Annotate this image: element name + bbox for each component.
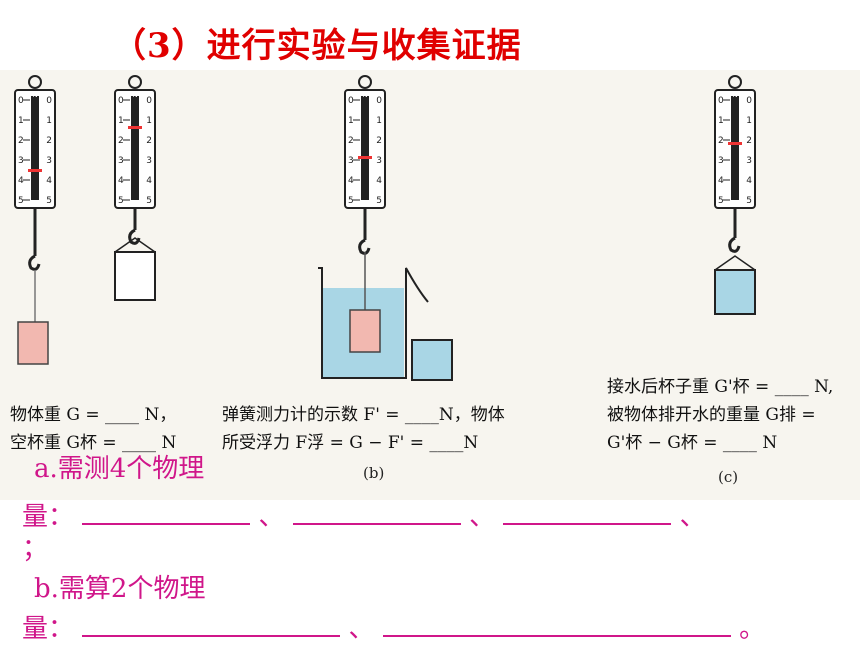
scale-tick-label: 3 (376, 156, 382, 166)
caption-a-line1: 物体重 G = ____ N， (10, 405, 177, 425)
scale-tick-label: 1 (376, 116, 382, 126)
scale-tick-label: 5 (348, 196, 354, 206)
scale-tick-label: 2 (146, 136, 152, 146)
scale-tick-label: 4 (746, 176, 752, 186)
object-block-a (17, 321, 49, 365)
scale-tick-label: 5 (46, 196, 52, 206)
scale-tick-label: 5 (118, 196, 124, 206)
scale-tick-label: 0 (376, 96, 382, 106)
scale-unit-label: N (362, 91, 367, 99)
answer-blank-a1[interactable] (82, 522, 251, 525)
scale-tick-label: 0 (18, 96, 24, 106)
caption-a-line2: 空杯重 G杯 = ____ N (10, 433, 177, 453)
caption-c-label: (c) (718, 468, 739, 486)
answer-blank-b2[interactable] (382, 634, 731, 637)
scale-tick-label: 0 (718, 96, 724, 106)
answer-blank-a3[interactable] (503, 522, 672, 525)
scale-tick-label: 0 (348, 96, 354, 106)
answer-blank-b1[interactable] (82, 634, 341, 637)
question-b-end: 。 (739, 614, 766, 644)
object-block-b (349, 309, 381, 353)
scale-tick-label: 4 (348, 176, 354, 186)
overflow-beaker-b (318, 252, 429, 379)
scale-tick-label: 0 (746, 96, 752, 106)
question-b-prefix: 量： (22, 614, 75, 644)
scale-tick-label: 0 (118, 96, 124, 106)
spring-scale-a2 (114, 75, 156, 301)
scale-tick-label: 2 (118, 136, 124, 146)
scale-tick-label: 1 (18, 116, 24, 126)
scale-tick-label: 3 (146, 156, 152, 166)
scale-tick-label: 2 (18, 136, 24, 146)
answer-blank-a2[interactable] (292, 522, 461, 525)
spring-scale-c (714, 75, 756, 315)
scale-tick-label: 5 (146, 196, 152, 206)
question-a-separator-1: 、 (258, 502, 285, 532)
question-b-separator-1: 、 (348, 614, 375, 644)
scale-tick-label: 1 (118, 116, 124, 126)
question-a-line2: 量： 、 、 、 (22, 496, 706, 533)
spring-scale-b (344, 75, 386, 255)
scale-tick-label: 4 (46, 176, 52, 186)
question-a-line1: a.需测4个物理 (34, 454, 205, 484)
scale-tick-label: 0 (146, 96, 152, 106)
caption-c-line2: 被物体排开水的重量 G排 = (607, 405, 816, 425)
question-a-separator-2: 、 (469, 502, 496, 532)
scale-tick-label: 4 (718, 176, 724, 186)
scale-tick-label: 4 (146, 176, 152, 186)
scale-tick-label: 1 (718, 116, 724, 126)
scale-tick-label: 1 (46, 116, 52, 126)
question-b-line1: b.需算2个物理 (34, 574, 206, 604)
scale-tick-label: 5 (18, 196, 24, 206)
scale-unit-label: N (32, 91, 37, 99)
scale-tick-label: 2 (46, 136, 52, 146)
empty-cup-a (114, 251, 156, 301)
caption-b-label: (b) (363, 464, 385, 482)
caption-c-line1: 接水后杯子重 G'杯 = ____ N, (607, 377, 834, 397)
scale-tick-label: 5 (718, 196, 724, 206)
scale-tick-label: 3 (18, 156, 24, 166)
spring-scale-a1 (14, 75, 56, 365)
scale-tick-label: 2 (746, 136, 752, 146)
question-a-prefix: 量： (22, 502, 75, 532)
scale-unit-label: N (732, 91, 737, 99)
scale-tick-label: 4 (18, 176, 24, 186)
question-b-line2: 量： 、 。 (22, 608, 765, 645)
scale-tick-label: 1 (146, 116, 152, 126)
scale-tick-label: 1 (348, 116, 354, 126)
scale-tick-label: 3 (118, 156, 124, 166)
catch-cup-b (411, 339, 453, 381)
scale-tick-label: 4 (376, 176, 382, 186)
scale-tick-label: 5 (746, 196, 752, 206)
scale-tick-label: 2 (376, 136, 382, 146)
water-cup-c (714, 269, 756, 315)
scale-tick-label: 5 (376, 196, 382, 206)
scale-tick-label: 2 (348, 136, 354, 146)
caption-b-line2: 所受浮力 F浮 = G − F' = ____N (222, 433, 479, 453)
caption-c-line3: G'杯 − G杯 = ____ N (607, 433, 778, 453)
scale-unit-label: N (132, 91, 137, 99)
caption-b-line1: 弹簧测力计的示数 F' = ____N，物体 (222, 405, 505, 425)
scale-tick-label: 4 (118, 176, 124, 186)
question-a-separator-3: 、 (679, 502, 706, 532)
scale-tick-label: 1 (746, 116, 752, 126)
scale-tick-label: 3 (348, 156, 354, 166)
scale-tick-label: 0 (46, 96, 52, 106)
scale-tick-label: 3 (746, 156, 752, 166)
slide-title: （3）进行实验与收集证据 (112, 26, 522, 66)
scale-tick-label: 2 (718, 136, 724, 146)
scale-tick-label: 3 (46, 156, 52, 166)
question-a-line3: ； (22, 534, 49, 564)
scale-tick-label: 3 (718, 156, 724, 166)
